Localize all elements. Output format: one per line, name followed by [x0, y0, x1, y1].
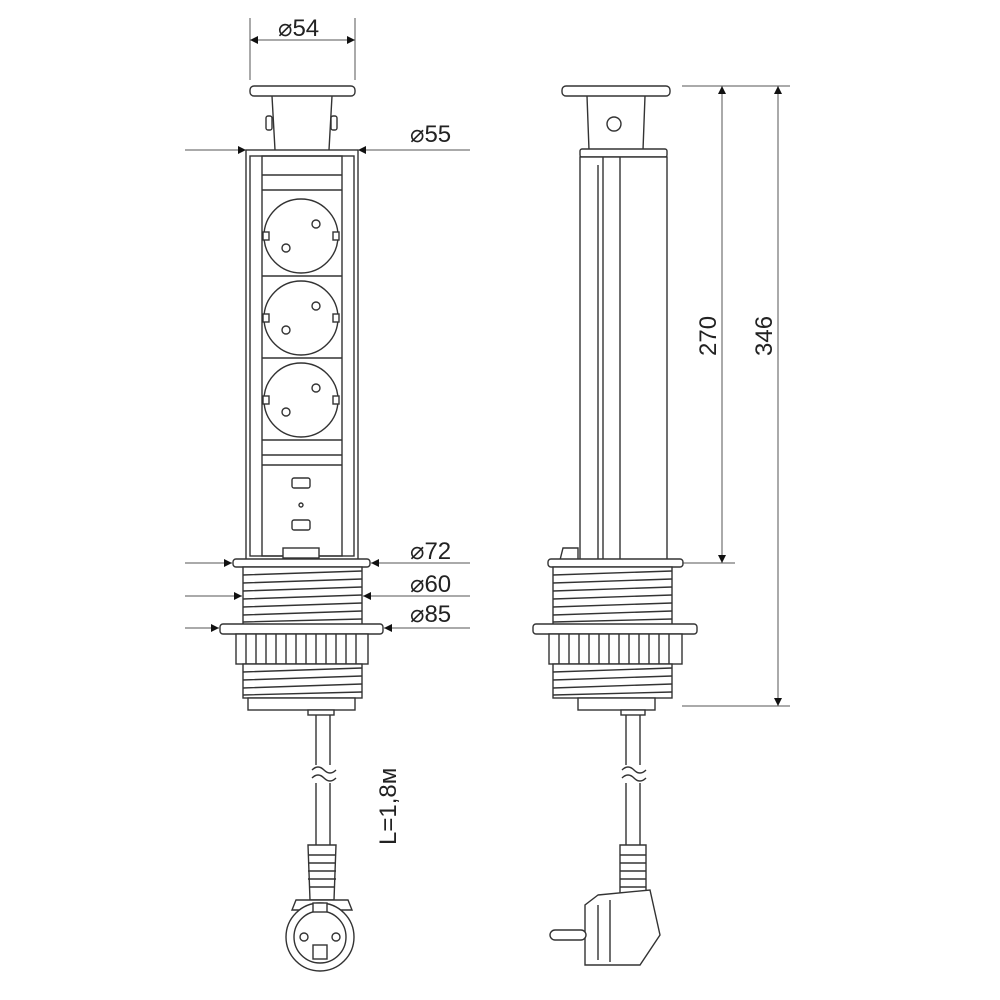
front-cap: [249, 85, 356, 97]
dim-thread-diameter: ⌀60: [410, 571, 451, 598]
side-view: [532, 85, 698, 966]
dim-height-body: 270: [695, 316, 722, 356]
flange-72: [232, 558, 371, 568]
dim-body-diameter: ⌀55: [410, 121, 451, 148]
usb-port: [291, 519, 311, 531]
dim-flange-bottom-diameter: ⌀85: [410, 601, 451, 628]
socket-strip: [262, 174, 342, 559]
dim-cap-diameter: ⌀54: [278, 15, 319, 42]
dimensions: [185, 18, 790, 707]
front-view: [219, 85, 384, 972]
dim-flange-top-diameter: ⌀72: [410, 538, 451, 565]
socket-outlet: [262, 198, 340, 274]
flange-85: [219, 623, 384, 635]
side-plug: [549, 844, 661, 966]
dim-height-total: 346: [751, 316, 778, 356]
dim-cable-length: L=1,8м: [375, 768, 402, 845]
front-plug: [285, 844, 355, 972]
usb-port: [291, 477, 311, 489]
